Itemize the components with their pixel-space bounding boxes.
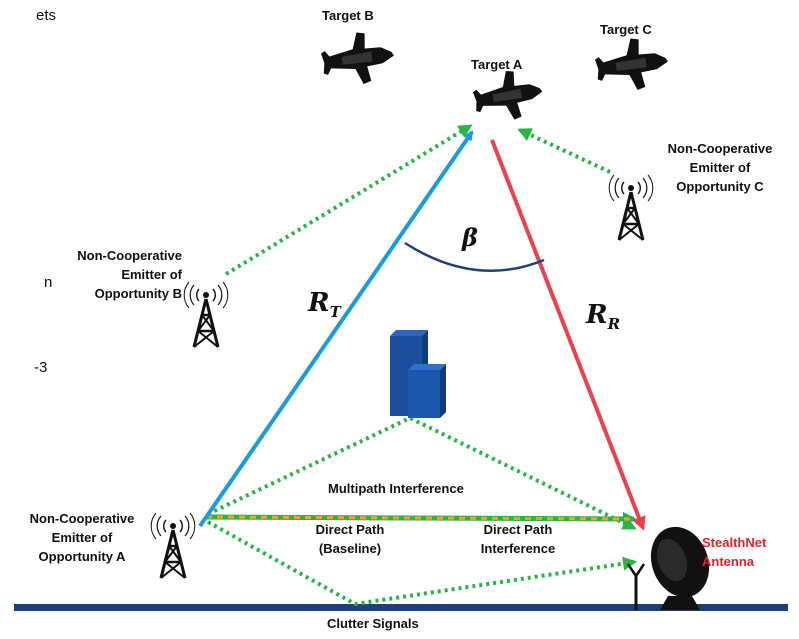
ground-line bbox=[14, 604, 788, 611]
emitter-a-label: Non-Cooperative Emitter of Opportunity A bbox=[12, 509, 152, 566]
emitter-paths bbox=[207, 124, 637, 607]
emitter-b-to-target-path bbox=[224, 124, 473, 276]
transmit-path-rt bbox=[198, 130, 474, 528]
receive-path-rr bbox=[490, 139, 646, 531]
emitter-c-line-2: Emitter of bbox=[689, 160, 751, 175]
edge-fragment-2: n bbox=[44, 274, 53, 291]
direct-path-interference-label: Direct Path Interference bbox=[458, 520, 578, 558]
direct-baseline-line-1: Direct Path bbox=[315, 522, 385, 537]
target-b-label: Target B bbox=[322, 8, 374, 23]
bistatic-angle-arc bbox=[404, 241, 545, 272]
direct-path-baseline-label: Direct Path (Baseline) bbox=[290, 520, 410, 558]
emitter-b-line-3: Opportunity B bbox=[94, 286, 182, 301]
clutter-signals-label: Clutter Signals bbox=[327, 616, 419, 631]
emitter-c-line-1: Non-Cooperative bbox=[667, 141, 773, 156]
emitter-a-tower-icon bbox=[149, 511, 197, 580]
emitter-c-label: Non-Cooperative Emitter of Opportunity C bbox=[645, 139, 795, 196]
building-icon bbox=[390, 330, 446, 418]
beta-angle-label: β bbox=[462, 223, 478, 252]
direct-path-orange bbox=[205, 515, 631, 521]
emitter-c-line-3: Opportunity C bbox=[676, 179, 764, 194]
dish-antenna-icon bbox=[626, 526, 710, 610]
receiver-line-2: Antenna bbox=[702, 554, 754, 569]
emitter-b-label: Non-Cooperative Emitter of Opportunity B bbox=[42, 246, 182, 303]
clutter-path bbox=[207, 520, 637, 607]
target-b-jet-icon bbox=[318, 27, 398, 90]
emitter-a-line-3: Opportunity A bbox=[38, 549, 126, 564]
direct-interference-line-2: Interference bbox=[480, 541, 556, 556]
stealthnet-antenna-label: StealthNet Antenna bbox=[702, 533, 766, 571]
target-a-jet-icon bbox=[470, 65, 547, 126]
target-a-label: Target A bbox=[471, 57, 523, 72]
direct-baseline-line-2: (Baseline) bbox=[318, 541, 382, 556]
emitter-b-tower-icon bbox=[182, 280, 230, 349]
edge-fragment-3: -3 bbox=[34, 359, 48, 376]
edge-fragment-1: ets bbox=[36, 7, 57, 24]
direct-interference-line-1: Direct Path bbox=[483, 522, 553, 537]
rr-base: R bbox=[586, 300, 608, 330]
rt-base: R bbox=[308, 288, 330, 318]
emitter-c-to-target-path bbox=[517, 128, 611, 174]
multipath-interference-label: Multipath Interference bbox=[328, 481, 464, 496]
multipath-interference-path bbox=[207, 415, 637, 530]
emitter-a-line-1: Non-Cooperative bbox=[29, 511, 135, 526]
receiver-line-1: StealthNet bbox=[702, 535, 767, 550]
emitter-b-line-2: Emitter of bbox=[121, 267, 182, 282]
emitter-b-line-1: Non-Cooperative bbox=[77, 248, 182, 263]
rt-label: RT bbox=[308, 288, 341, 321]
rr-subscript: R bbox=[607, 315, 621, 334]
target-c-jet-icon bbox=[592, 33, 672, 96]
rr-label: RR bbox=[586, 300, 620, 333]
target-c-label: Target C bbox=[600, 22, 652, 37]
rt-subscript: T bbox=[329, 303, 341, 322]
emitter-a-line-2: Emitter of bbox=[51, 530, 113, 545]
